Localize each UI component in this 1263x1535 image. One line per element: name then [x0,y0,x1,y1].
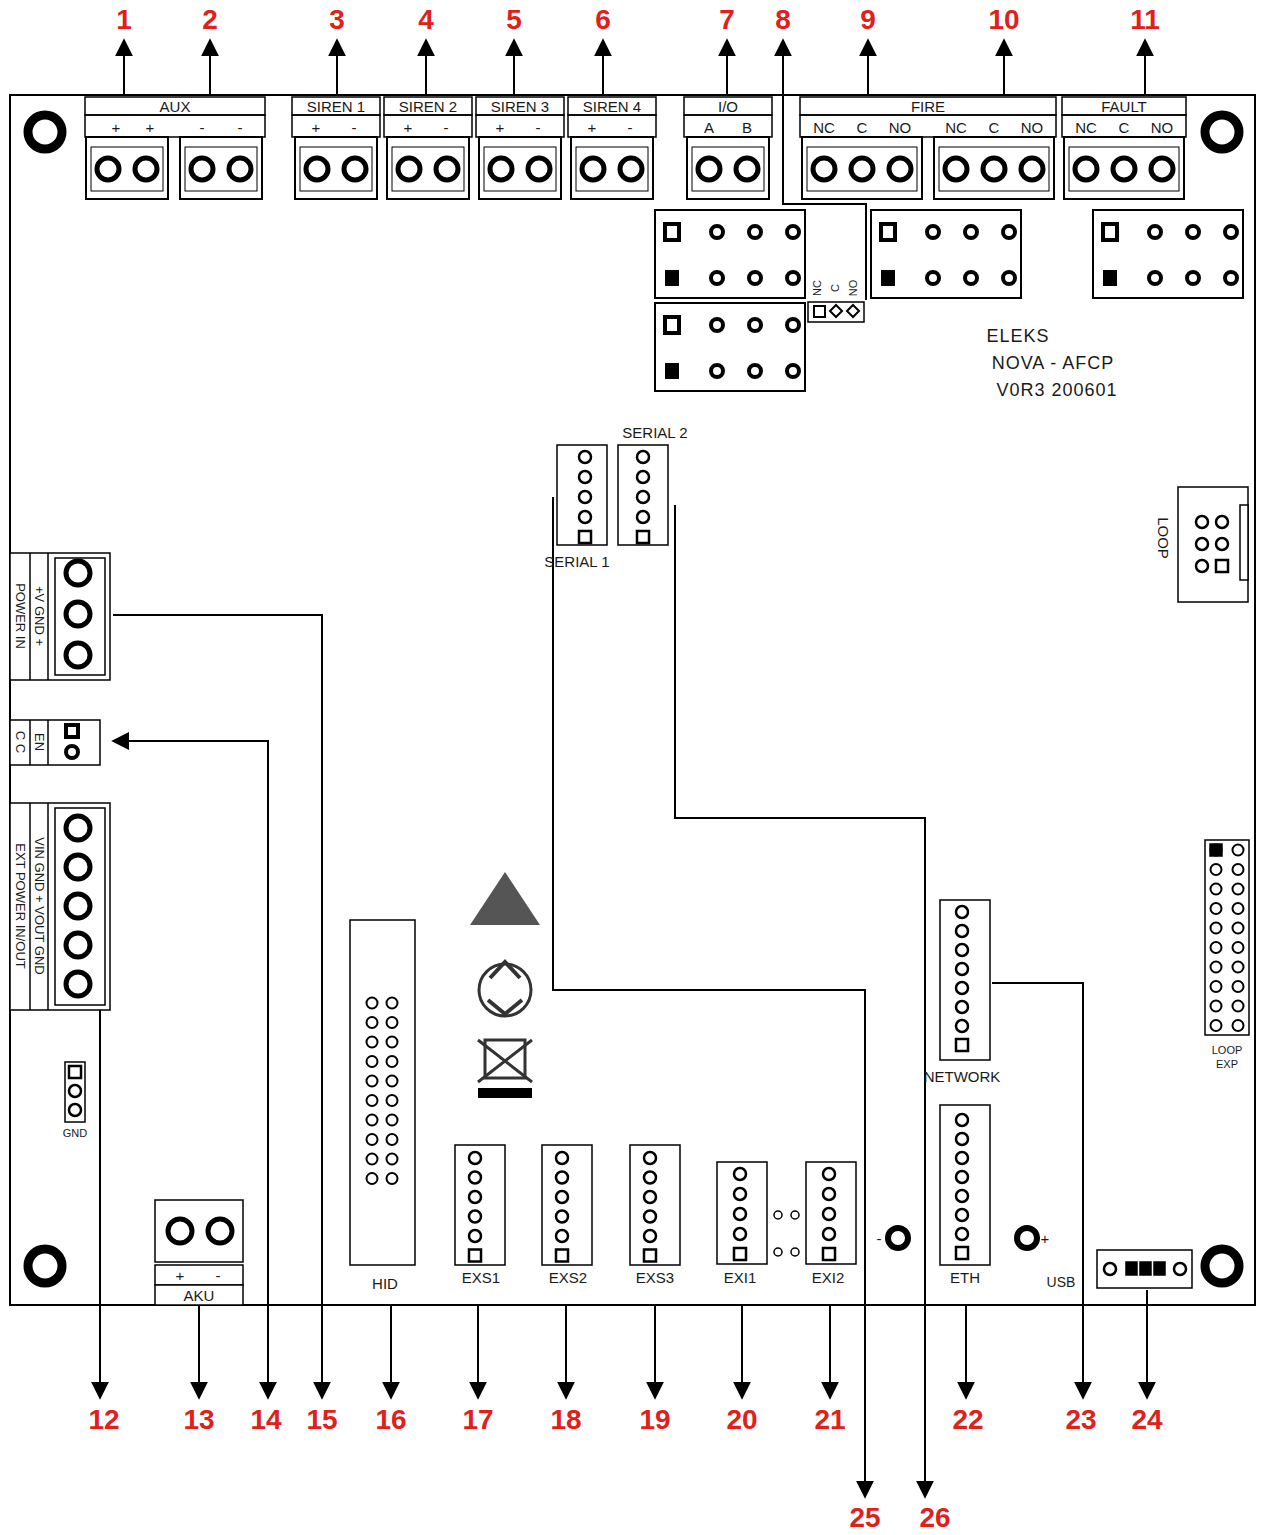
callout-number: 7 [719,6,735,34]
small-label: LOOP [1212,1045,1243,1056]
pin-label: C [989,120,1000,135]
pin-label: I/O [718,99,738,114]
pin-label: - [216,1268,221,1283]
pin-label: + [112,120,121,135]
pin-label: + [146,120,155,135]
callout-number: 21 [814,1406,845,1434]
pin-label: C [857,120,868,135]
pin-label: + [176,1268,185,1283]
callout-number: 22 [952,1406,983,1434]
pin-label: EXI1 [724,1270,757,1285]
pcb-outline [10,95,1255,1305]
board-marking: NOVA - AFCP [992,354,1115,372]
small-label: EXP [1216,1059,1238,1070]
callout-number: 26 [919,1504,950,1532]
pin-label: NO [1021,120,1044,135]
pin-label: - [628,120,633,135]
pin-label: AUX [160,99,191,114]
pin-label: FIRE [911,99,945,114]
callout-number: 17 [462,1406,493,1434]
callout-number: 12 [88,1406,119,1434]
pin-label: NC [945,120,967,135]
callout-number: 19 [639,1406,670,1434]
pin-label: + [588,120,597,135]
pin-label: B [742,120,752,135]
top-terminals [85,97,1186,137]
pin-label: - [238,120,243,135]
pin-label: EXS2 [549,1270,587,1285]
terminal-blocks [86,137,1184,199]
callout-number: 4 [418,6,434,34]
callout-number: 3 [329,6,345,34]
callout-number: 18 [550,1406,581,1434]
pin-label: EXS3 [636,1270,674,1285]
power-terminals [10,553,1037,1305]
callout-number: 23 [1065,1406,1096,1434]
callout-number: 1 [116,6,132,34]
connector-label: USB [1045,1275,1078,1289]
relays [655,210,1243,391]
pin-label: NO [1151,120,1174,135]
callout-number: 5 [506,6,522,34]
board-marking: ELEKS [986,327,1049,345]
pin-label: LOOP [1156,517,1171,559]
callout-number: 8 [775,6,791,34]
callout-number: 20 [726,1406,757,1434]
callout-number: 24 [1131,1406,1162,1434]
pin-label: - [444,120,449,135]
terminal-label: EXT POWER IN/OUT [14,843,27,968]
pin-label: NC [1075,120,1097,135]
callout-number: 6 [595,6,611,34]
terminal-label: +V GND + [33,586,46,646]
pin-label: AKU [184,1288,215,1303]
pin-label: - [877,1231,882,1246]
pin-label: ETH [950,1270,980,1285]
callout-number: 14 [250,1406,281,1434]
pin-label: - [200,120,205,135]
small-label: C [830,284,841,292]
callout-number: 15 [306,1406,337,1434]
callout-number: 11 [1130,6,1160,34]
callout-number: 16 [375,1406,406,1434]
compliance-icons [470,872,540,1098]
callout-number: 2 [202,6,218,34]
pin-label: NC [813,120,835,135]
pin-label: + [404,120,413,135]
board-marking: V0R3 200601 [996,381,1117,399]
pin-label: - [536,120,541,135]
pin-label: - [352,120,357,135]
pin-label: HID [372,1276,398,1291]
leader-arrows [100,40,1147,1497]
pin-label: SIREN 3 [491,99,549,114]
pin-label: EXI2 [812,1270,845,1285]
terminal-label: VIN GND + VOUT GND [33,837,46,974]
pin-label: SIREN 1 [307,99,365,114]
callout-number: 9 [860,6,876,34]
pin-label: NO [889,120,912,135]
small-label: NC [812,280,823,296]
pin-label: A [704,120,714,135]
small-label: GND [63,1128,87,1139]
terminal-label: C C [14,731,27,753]
pin-label: C [1119,120,1130,135]
pin-label: SERIAL 2 [622,425,687,440]
pin-label: SERIAL 1 [544,554,609,569]
pin-label: SIREN 2 [399,99,457,114]
pin-label: SIREN 4 [583,99,641,114]
pin-label: EXS1 [462,1270,500,1285]
pin-label: NETWORK [924,1069,1001,1084]
callout-number: 25 [849,1504,880,1532]
small-label: NO [848,280,859,297]
pin-headers [65,445,1249,1288]
pin-label: + [312,120,321,135]
pin-label: FAULT [1101,99,1147,114]
callout-number: 13 [183,1406,214,1434]
terminal-label: POWER IN [14,583,27,649]
terminal-label: EN [33,733,46,751]
pin-label: + [496,120,505,135]
pin-label: + [1041,1231,1050,1246]
callout-number: 10 [988,6,1019,34]
